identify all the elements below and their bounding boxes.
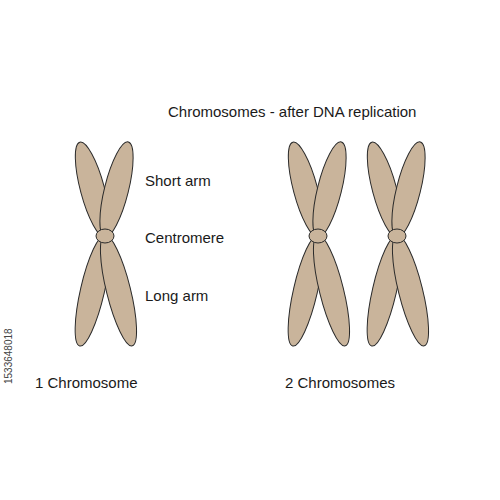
part-label: Short arm [145,172,211,190]
part-label: Long arm [145,287,208,305]
replicated-chromosome [360,139,436,349]
replicated-chromosome [281,139,357,349]
caption-label: 2 Chromosomes [285,374,395,392]
single-chromosome [68,139,144,349]
caption-label: 1 Chromosome [35,374,138,392]
part-label: Centromere [145,229,224,247]
diagram-title: Chromosomes - after DNA replication [168,103,416,121]
watermark-number: 1533648018 [3,328,15,384]
